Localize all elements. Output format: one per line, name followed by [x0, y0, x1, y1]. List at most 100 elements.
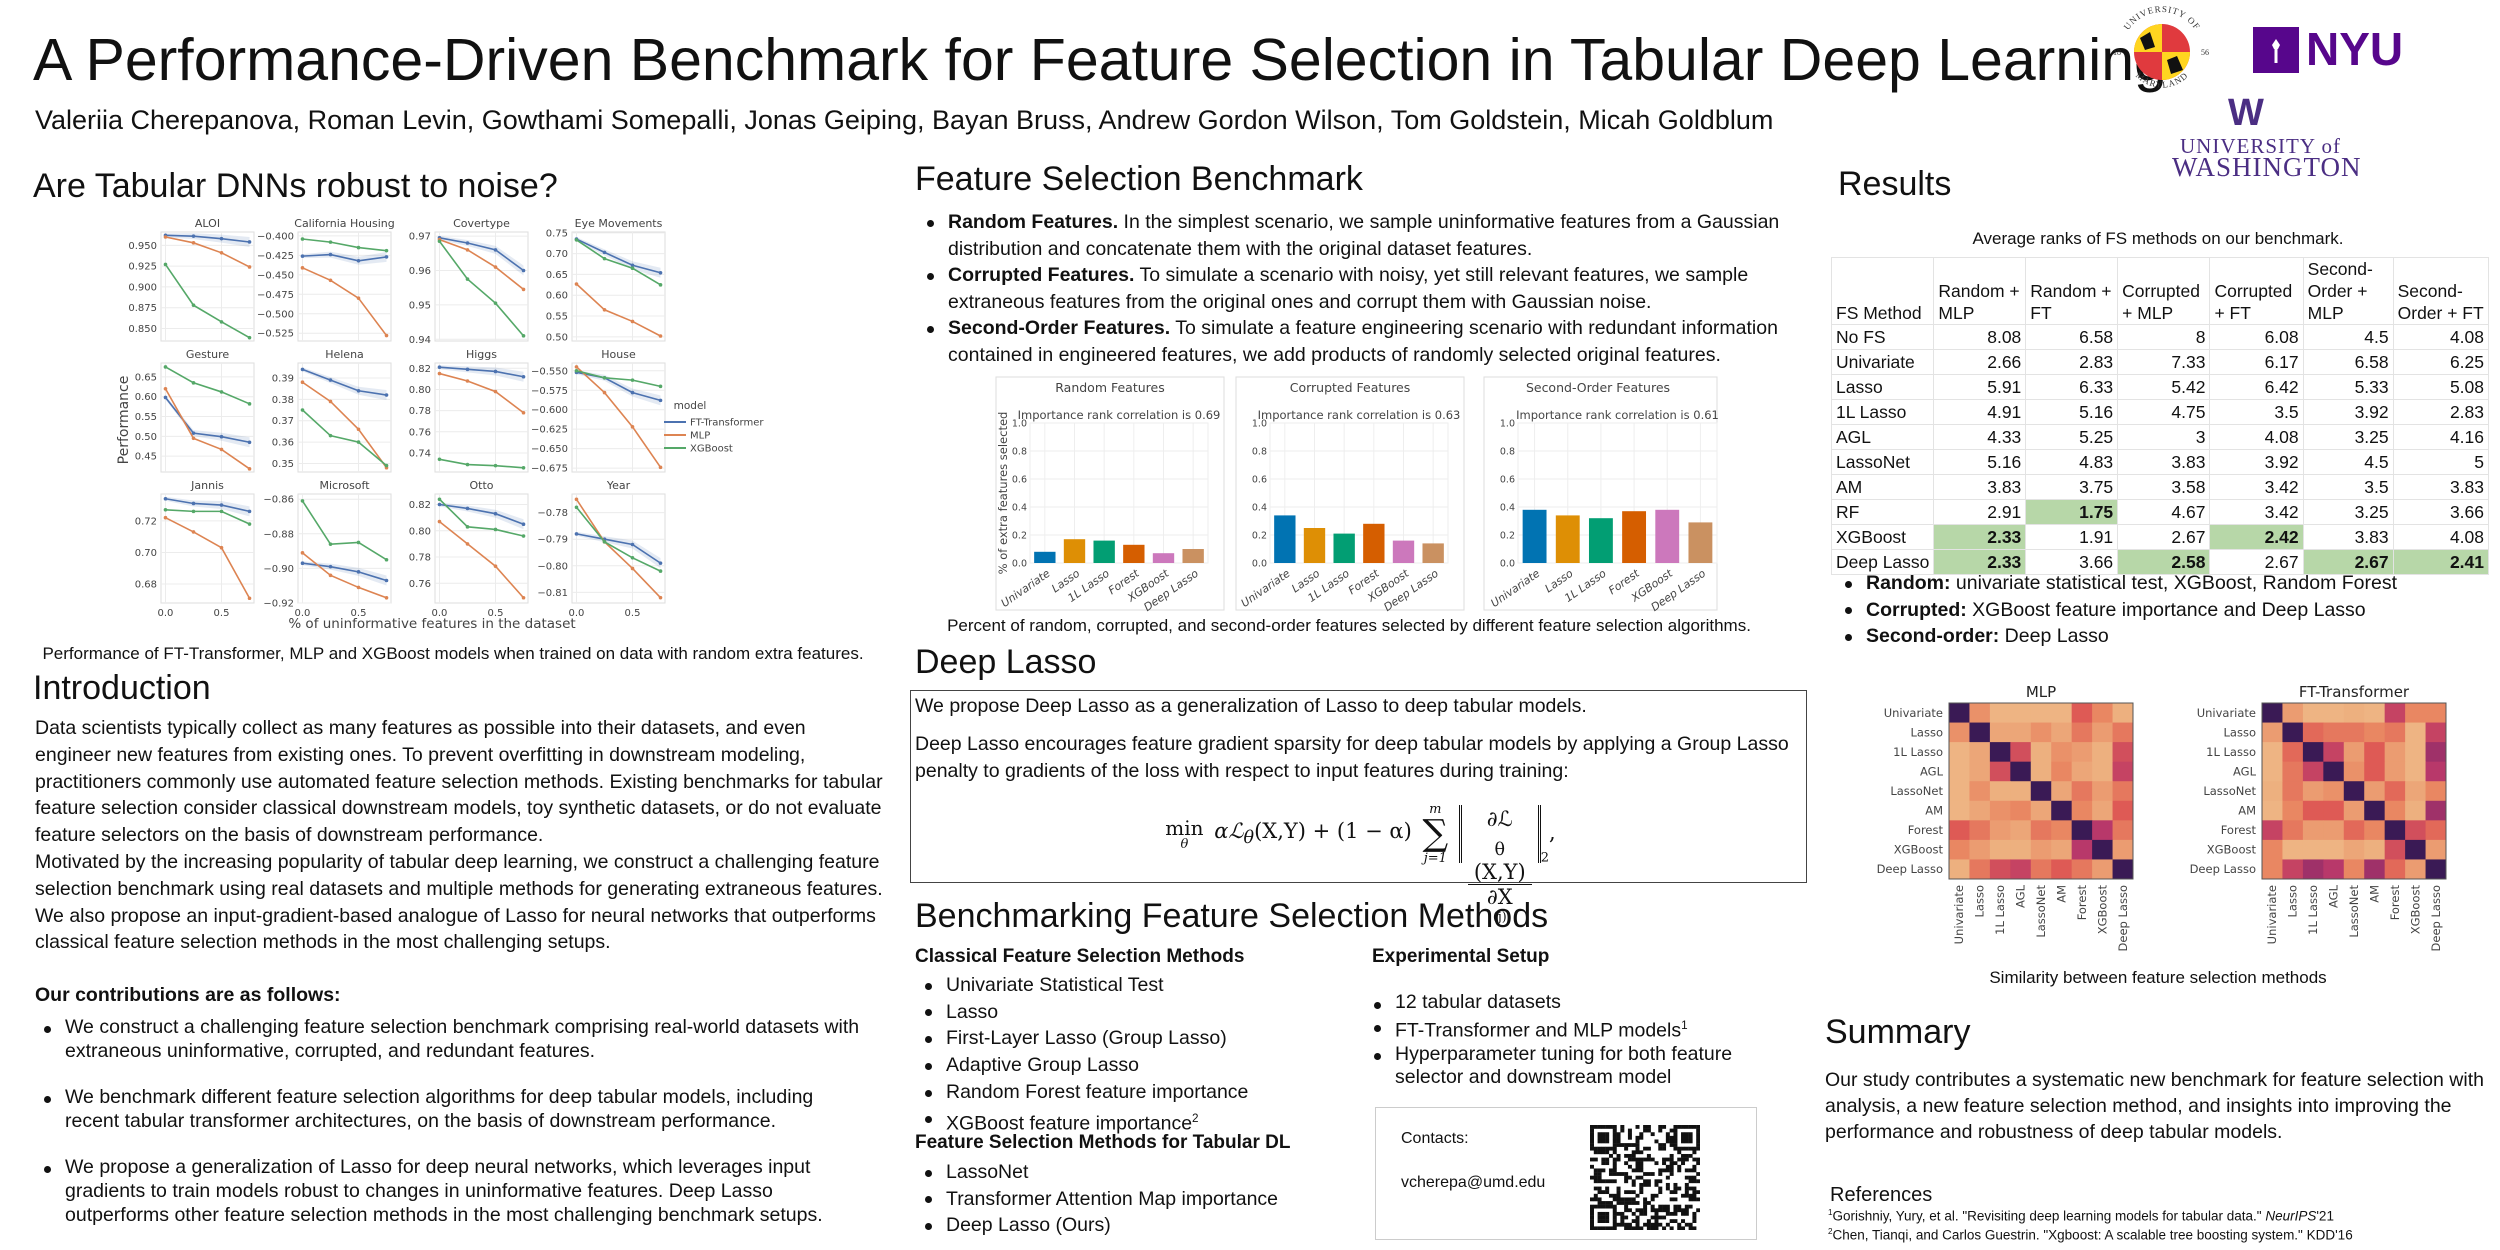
- heatmap-cell: [2030, 742, 2052, 763]
- row-label: LassoNet: [1890, 784, 1943, 798]
- qr-module: [1681, 1208, 1686, 1213]
- rank-cell: 3.25: [2302, 499, 2394, 525]
- heatmap-cell: [2425, 820, 2447, 841]
- heatmap-cell: [2302, 839, 2324, 860]
- y-tick-label: 0.0: [1252, 559, 1267, 570]
- row-label: XGBoost: [2207, 843, 2257, 857]
- qr-module: [1635, 1219, 1640, 1224]
- qr-module: [1643, 1222, 1648, 1227]
- bar-deep-lasso: [1422, 543, 1444, 563]
- qr-module: [1696, 1161, 1700, 1166]
- qr-module: [1616, 1193, 1621, 1198]
- qr-module: [1662, 1143, 1667, 1147]
- data-point: [602, 307, 607, 312]
- qr-module: [1692, 1164, 1697, 1169]
- qr-module: [1601, 1168, 1606, 1173]
- heatmap-cell: [2323, 859, 2345, 880]
- heatmap-cell: [2425, 800, 2447, 821]
- x-tick-label: Forest: [1606, 566, 1642, 597]
- qr-module: [1650, 1215, 1655, 1220]
- qr-module: [1677, 1164, 1682, 1169]
- qr-module: [1612, 1125, 1617, 1129]
- qr-module: [1624, 1197, 1629, 1202]
- qr-module: [1639, 1190, 1644, 1195]
- data-point: [574, 532, 579, 536]
- uw-logo-line2: WASHINGTON: [2172, 152, 2362, 182]
- qr-module: [1692, 1197, 1697, 1202]
- rank-cell: 1.75: [2025, 499, 2119, 525]
- qr-module: [1669, 1135, 1674, 1140]
- qr-module: [1684, 1190, 1689, 1195]
- y-tick-label: 0.2: [1500, 531, 1515, 542]
- row-label: LassoNet: [2203, 784, 2256, 798]
- y-tick-label: 0.76: [409, 579, 431, 590]
- y-tick-label: 0.6: [1252, 475, 1267, 486]
- qr-module: [1597, 1175, 1602, 1180]
- contacts-box: Contacts: vcherepa@umd.edu: [1375, 1107, 1757, 1240]
- qr-module: [1643, 1125, 1648, 1129]
- data-point: [630, 378, 635, 382]
- series-line-ft-transformer: [302, 368, 387, 396]
- qr-module: [1696, 1132, 1700, 1137]
- row-label: Lasso: [2224, 725, 2256, 739]
- qr-module: [1665, 1135, 1670, 1140]
- series-line-xgboost: [576, 239, 661, 286]
- qr-module: [1593, 1197, 1598, 1202]
- data-point: [630, 556, 635, 560]
- qr-module: [1692, 1190, 1697, 1195]
- qr-module: [1624, 1204, 1629, 1209]
- y-tick-label: −0.625: [531, 425, 568, 436]
- qr-module: [1665, 1186, 1670, 1191]
- x-tick-label: 0.0: [158, 608, 174, 619]
- method-cell: Univariate: [1830, 349, 1935, 375]
- qr-module: [1597, 1125, 1602, 1129]
- y-tick-label: −0.88: [263, 529, 294, 540]
- data-point: [219, 236, 224, 241]
- data-point: [191, 436, 196, 441]
- introduction-text: Data scientists typically collect as man…: [35, 715, 883, 956]
- subplot-covertype: [434, 231, 529, 342]
- rank-cell: 4.08: [2209, 424, 2304, 450]
- heatmap-cell: [2405, 820, 2427, 841]
- item-label: Corrupted Features.: [948, 264, 1135, 286]
- qr-module: [1601, 1157, 1606, 1162]
- qr-module: [1597, 1146, 1602, 1151]
- qr-module: [1605, 1190, 1610, 1195]
- setup-heading: Experimental Setup: [1372, 946, 1550, 967]
- qr-module: [1593, 1193, 1598, 1198]
- qr-module: [1635, 1215, 1640, 1220]
- heatmap-cell: [2323, 781, 2345, 802]
- method-item: Transformer Attention Map importance: [923, 1186, 1278, 1213]
- x-tick-label: 0.5: [351, 608, 367, 619]
- qr-module: [1593, 1146, 1598, 1151]
- svg-text:56: 56: [2201, 48, 2209, 57]
- heatmap-cell: [2112, 859, 2134, 880]
- qr-module: [1608, 1193, 1613, 1198]
- qr-module: [1643, 1128, 1648, 1133]
- x-tick-label: 0.0: [569, 608, 585, 619]
- qr-module: [1688, 1125, 1693, 1129]
- subplot-microsoft: [297, 493, 392, 604]
- qr-module: [1646, 1125, 1651, 1129]
- contact-email[interactable]: vcherepa@umd.edu: [1401, 1174, 1546, 1191]
- heatmap-cell: [2112, 742, 2134, 763]
- formula-sum-bottom: j=1: [1423, 851, 1447, 866]
- qr-module: [1677, 1222, 1682, 1227]
- formula-term1-args: (X,Y) + (1 − α): [1254, 819, 1412, 844]
- row-label: Univariate: [2197, 706, 2256, 720]
- y-tick-label: 0.82: [409, 364, 431, 375]
- formula-min-sub: θ: [1180, 836, 1189, 852]
- x-tick-label: Univariate: [1239, 567, 1293, 610]
- qr-module: [1696, 1172, 1700, 1176]
- data-point: [356, 388, 361, 393]
- rank-cell: 2.83: [2025, 349, 2119, 375]
- data-point: [465, 506, 470, 511]
- qr-module: [1677, 1150, 1682, 1155]
- subplot-otto: [434, 493, 529, 604]
- data-point: [163, 395, 168, 400]
- y-tick-label: 0.8: [1252, 447, 1267, 458]
- qr-code-icon[interactable]: [1590, 1125, 1700, 1230]
- rank-cell: 4.08: [2392, 324, 2490, 350]
- heatmap-cell: [2092, 820, 2114, 841]
